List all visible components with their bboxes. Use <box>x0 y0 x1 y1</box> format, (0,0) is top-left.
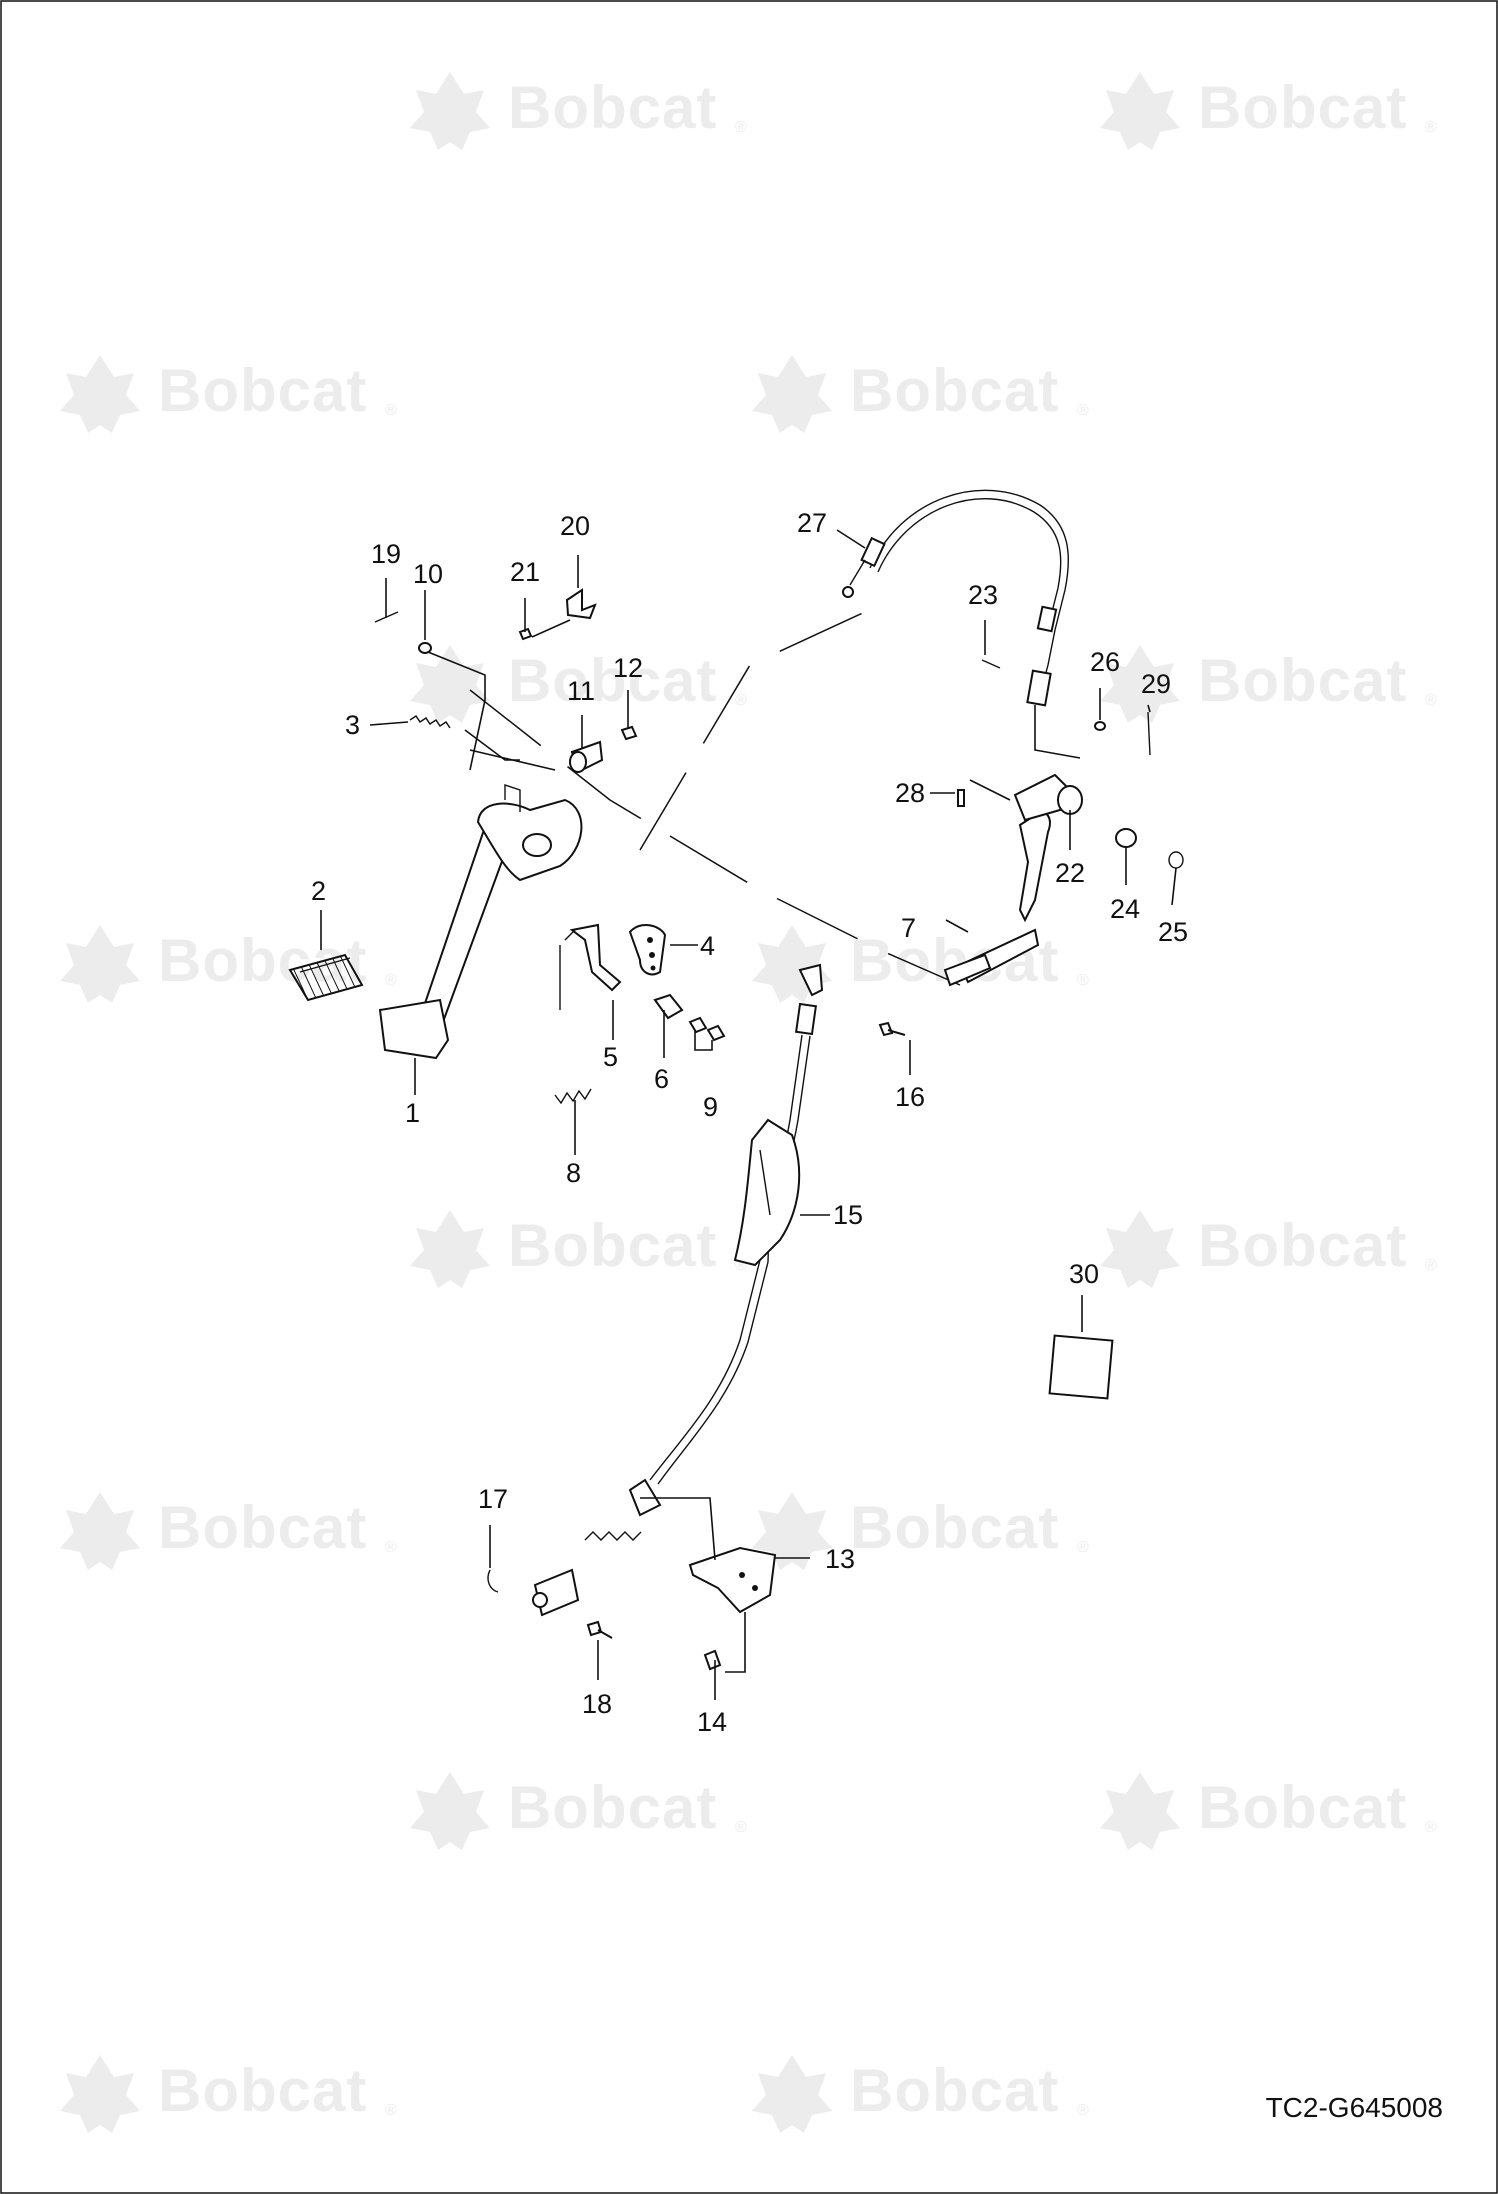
lock-lever <box>559 923 622 1010</box>
bobcat-watermark: Bobcat <box>60 1492 397 1570</box>
bobcat-watermark: Bobcat <box>1100 645 1437 723</box>
callout-6: 6 <box>654 1064 669 1094</box>
assembly-axis-line <box>639 604 881 851</box>
decal-label <box>1048 1334 1114 1400</box>
callout-15: 15 <box>833 1200 863 1230</box>
callout-27: 27 <box>797 508 827 538</box>
link-plate <box>653 993 726 1042</box>
svg-text:Bobcat: Bobcat <box>508 74 717 141</box>
callout-20: 20 <box>560 511 590 541</box>
bobcat-watermark: Bobcat <box>752 2055 1089 2133</box>
cable-mount-bracket <box>640 1497 777 1673</box>
bobcat-watermark: Bobcat <box>1100 1772 1437 1850</box>
snap-ring <box>1168 851 1184 869</box>
spring-clip <box>487 1569 499 1593</box>
callout-1: 1 <box>405 1098 420 1128</box>
small-washer <box>1094 721 1106 731</box>
bobcat-watermark: Bobcat <box>1100 72 1437 150</box>
callout-13: 13 <box>825 1544 855 1574</box>
callout-28: 28 <box>895 778 925 808</box>
brake-pedal-arm <box>378 784 583 1060</box>
assembly-axis-line <box>469 689 961 986</box>
pedal-pad <box>288 953 364 1002</box>
svg-text:Bobcat: Bobcat <box>508 647 717 714</box>
callout-12: 12 <box>613 653 643 683</box>
bracket-plate <box>628 924 667 976</box>
callout-24: 24 <box>1110 894 1140 924</box>
bobcat-watermark: Bobcat <box>1100 1210 1437 1288</box>
callout-14: 14 <box>697 1707 727 1737</box>
bobcat-watermark: Bobcat <box>410 72 747 150</box>
washer-and-pin <box>374 611 486 771</box>
flat-washer <box>1115 828 1137 848</box>
bobcat-watermark: Bobcat <box>752 355 1089 433</box>
drawing-code: TC2-G645008 <box>1265 2092 1443 2123</box>
callout-2: 2 <box>311 876 326 906</box>
bobcat-watermark: Bobcat <box>60 355 397 433</box>
callout-7: 7 <box>901 913 916 943</box>
callout-17: 17 <box>478 1484 508 1514</box>
callout-21: 21 <box>510 557 540 587</box>
leader-lines <box>320 529 1177 1700</box>
callout-10: 10 <box>413 559 443 589</box>
cotter-pin <box>1147 711 1151 756</box>
clevis-pin-upper <box>878 1021 906 1037</box>
bobcat-watermark: Bobcat <box>752 1492 1089 1570</box>
return-spring <box>409 715 520 761</box>
callout-30: 30 <box>1069 1259 1099 1289</box>
upper-control-cable <box>842 489 1081 759</box>
callout-11: 11 <box>567 676 595 706</box>
callout-22: 22 <box>1055 858 1085 888</box>
svg-text:Bobcat: Bobcat <box>1198 74 1407 141</box>
svg-text:Bobcat: Bobcat <box>1198 1774 1407 1841</box>
svg-text:Bobcat: Bobcat <box>1198 1212 1407 1279</box>
clevis-pin <box>981 659 1001 669</box>
callout-18: 18 <box>582 1689 612 1719</box>
bobcat-watermark: Bobcat <box>410 1210 747 1288</box>
svg-text:Bobcat: Bobcat <box>850 1494 1059 1561</box>
bobcat-watermark: Bobcat <box>60 2055 397 2133</box>
callout-numbers: 1 2 3 4 5 6 7 8 9 10 11 12 13 14 15 16 1… <box>311 508 1188 1737</box>
svg-text:Bobcat: Bobcat <box>1198 647 1407 714</box>
callout-23: 23 <box>968 580 998 610</box>
callout-25: 25 <box>1158 917 1188 947</box>
clevis-pin-lower <box>586 1620 613 1639</box>
lower-control-cable <box>532 963 824 1617</box>
svg-text:Bobcat: Bobcat <box>158 2057 367 2124</box>
callout-26: 26 <box>1090 647 1120 677</box>
bushing-and-nut <box>469 725 638 774</box>
bobcat-watermark: Bobcat <box>410 645 747 723</box>
callout-16: 16 <box>895 1082 925 1112</box>
callout-9: 9 <box>703 1092 718 1122</box>
svg-text:Bobcat: Bobcat <box>850 2057 1059 2124</box>
callout-4: 4 <box>700 931 715 961</box>
callout-29: 29 <box>1141 669 1171 699</box>
small-bracket <box>518 588 597 641</box>
svg-text:Bobcat: Bobcat <box>850 357 1059 424</box>
callout-5: 5 <box>603 1042 618 1072</box>
callout-19: 19 <box>371 539 401 569</box>
callout-3: 3 <box>345 710 360 740</box>
hand-lever-assembly <box>943 773 1083 987</box>
callout-8: 8 <box>566 1158 581 1188</box>
bobcat-watermark: Bobcat <box>752 925 1089 1003</box>
svg-text:Bobcat: Bobcat <box>158 357 367 424</box>
svg-text:Bobcat: Bobcat <box>158 1494 367 1561</box>
svg-text:Bobcat: Bobcat <box>508 1212 717 1279</box>
spring <box>554 1088 592 1105</box>
svg-text:Bobcat: Bobcat <box>508 1774 717 1841</box>
watermark-layer: Bobcat Bobcat Bobcat Bobcat Bobcat Bobca… <box>60 72 1437 2133</box>
bobcat-watermark: Bobcat <box>410 1772 747 1850</box>
